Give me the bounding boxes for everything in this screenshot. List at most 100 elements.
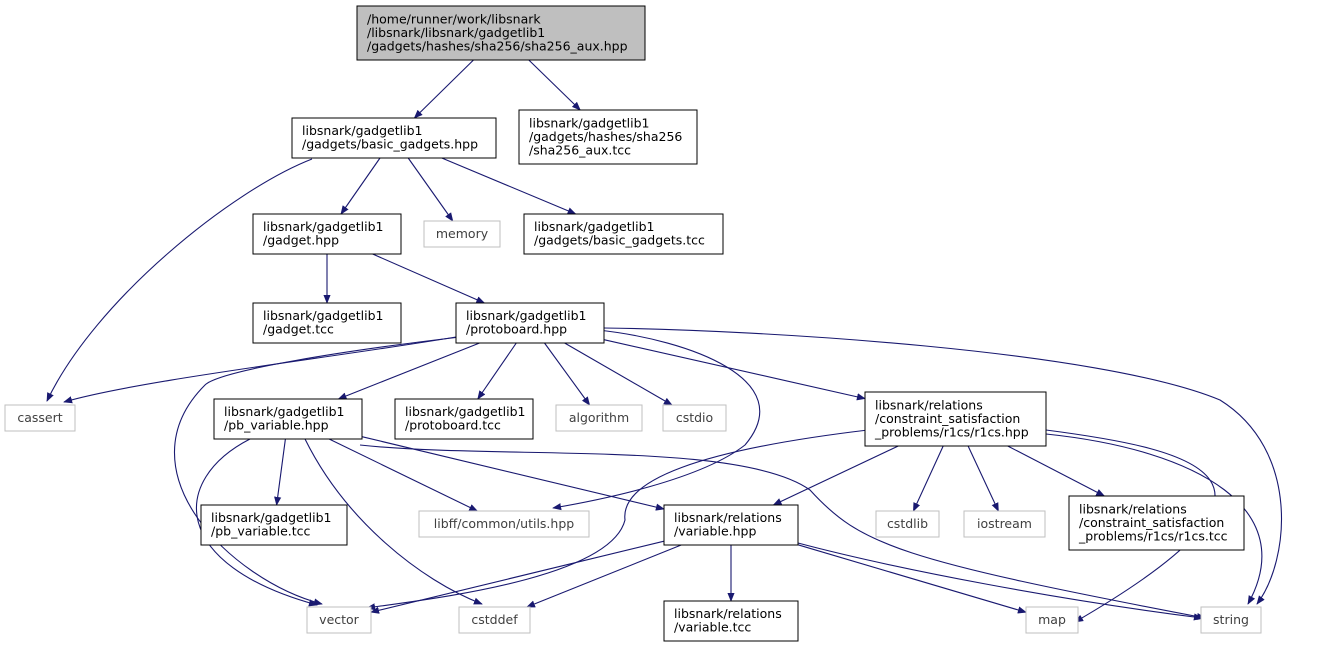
- node-label-line: libsnark/gadgetlib1: [529, 115, 649, 130]
- node-map: map: [1025, 606, 1079, 634]
- node-label-line: _problems/r1cs/r1cs.hpp: [874, 424, 1029, 439]
- node-box: [555, 404, 643, 432]
- node-label-line: libsnark/relations: [674, 606, 782, 621]
- edge-gadget_hpp-to-protoboard_hpp: [372, 253, 486, 304]
- node-box: [394, 398, 534, 440]
- node-cstdio: cstdio: [662, 404, 727, 432]
- edge-protoboard_hpp-to-utils_hpp: [552, 329, 761, 511]
- node-gadget-hpp[interactable]: libsnark/gadgetlib1/gadget.hpp: [252, 213, 402, 255]
- node-cstddef: cstddef: [458, 606, 531, 634]
- node-label-line: iostream: [977, 516, 1032, 531]
- edge-line: [337, 342, 480, 400]
- node-label-line: /libsnark/libsnark/gadgetlib1: [367, 25, 545, 40]
- edge-line: [195, 438, 318, 607]
- node-label-line: libsnark/gadgetlib1: [302, 123, 422, 138]
- edge-line: [63, 336, 457, 404]
- node-label-line: /pb_variable.hpp: [224, 418, 329, 433]
- edge-line: [173, 336, 461, 606]
- node-sha256-aux-tcc[interactable]: libsnark/gadgetlib1/gadgets/hashes/sha25…: [518, 109, 698, 165]
- node-algorithm: algorithm: [555, 404, 643, 432]
- node-label-line: cstdlib: [887, 516, 928, 531]
- edge-line: [772, 445, 899, 506]
- node-label-line: /gadgets/hashes/sha256/sha256_aux.hpp: [367, 38, 628, 53]
- node-r1cs-tcc[interactable]: libsnark/relations/constraint_satisfacti…: [1068, 495, 1245, 551]
- node-variable-tcc[interactable]: libsnark/relations/variable.tcc: [663, 600, 799, 642]
- node-box: [252, 302, 402, 344]
- node-label-line: libsnark/relations: [1079, 501, 1187, 516]
- edge-line: [1045, 433, 1263, 605]
- node-protoboard-hpp[interactable]: libsnark/gadgetlib1/protoboard.hpp: [455, 302, 605, 344]
- node-pb-variable-hpp[interactable]: libsnark/gadgetlib1/pb_variable.hpp: [213, 398, 363, 440]
- node-utils-hpp: libff/common/utils.hpp: [418, 510, 590, 538]
- node-box: [1068, 495, 1245, 551]
- edge-line: [603, 339, 866, 401]
- node-gadget-tcc[interactable]: libsnark/gadgetlib1/gadget.tcc: [252, 302, 402, 344]
- edge-r1cs_hpp-to-cstdlib: [912, 445, 944, 512]
- edge-r1cs_hpp-to-variable_hpp: [772, 445, 899, 506]
- node-box: [4, 404, 76, 432]
- edge-line: [552, 329, 761, 511]
- edge-protoboard_hpp-to-cstdio: [564, 342, 673, 406]
- edge-protoboard_hpp-to-r1cs_hpp: [603, 339, 866, 401]
- edge-pb_variable_hpp-to-cstddef: [304, 438, 483, 605]
- edge-line: [340, 157, 381, 215]
- node-pb-variable-tcc[interactable]: libsnark/gadgetlib1/pb_variable.tcc: [200, 504, 348, 546]
- node-box: [252, 213, 402, 255]
- node-protoboard-tcc[interactable]: libsnark/gadgetlib1/protoboard.tcc: [394, 398, 534, 440]
- node-memory: memory: [423, 220, 501, 248]
- edge-basic_gadgets_hpp-to-gadget_hpp: [340, 157, 381, 215]
- node-cstdlib: cstdlib: [875, 510, 940, 538]
- edge-variable_hpp-to-string: [797, 542, 1203, 621]
- node-label-line: /gadgets/basic_gadgets.hpp: [302, 137, 478, 152]
- edge-line: [366, 429, 869, 611]
- edge-line: [564, 342, 673, 406]
- edge-line: [544, 342, 591, 406]
- edge-line: [328, 438, 479, 512]
- node-label-line: cassert: [17, 410, 62, 425]
- edge-root-to-basic_gadgets_hpp: [413, 59, 474, 119]
- node-label-line: cstdio: [676, 410, 713, 425]
- node-cassert: cassert: [4, 404, 76, 432]
- node-label-line: libsnark/relations: [875, 397, 983, 412]
- node-label-line: /gadgets/basic_gadgets.tcc: [534, 233, 705, 248]
- node-basic-gadgets-tcc[interactable]: libsnark/gadgetlib1/gadgets/basic_gadget…: [523, 213, 724, 255]
- edge-protoboard_hpp-to-vector: [173, 336, 461, 606]
- node-label-line: cstddef: [471, 612, 518, 627]
- node-box: [864, 391, 1047, 447]
- node-label-line: /protoboard.hpp: [466, 322, 567, 337]
- node-label-line: libsnark/gadgetlib1: [224, 404, 344, 419]
- node-r1cs-hpp[interactable]: libsnark/relations/constraint_satisfacti…: [864, 391, 1047, 447]
- edge-line: [359, 444, 1206, 621]
- node-box: [200, 504, 348, 546]
- node-box: [418, 510, 590, 538]
- node-box: [423, 220, 501, 248]
- node-variable-hpp[interactable]: libsnark/relations/variable.hpp: [663, 504, 799, 546]
- edge-pb_variable_hpp-to-pb_variable_tcc: [274, 438, 286, 506]
- edge-basic_gadgets_hpp-to-memory: [407, 157, 454, 222]
- edge-pb_variable_hpp-to-string: [359, 444, 1206, 621]
- edge-r1cs_hpp-to-vector: [366, 429, 869, 611]
- node-label-line: /gadgets/hashes/sha256: [529, 129, 682, 144]
- node-label-line: vector: [319, 612, 360, 627]
- edge-line: [361, 436, 665, 511]
- edge-line: [1007, 445, 1106, 497]
- edge-protoboard_hpp-to-string: [603, 327, 1282, 605]
- edge-root-to-sha256_aux_tcc: [528, 59, 581, 111]
- node-box: [455, 302, 605, 344]
- node-label-line: libff/common/utils.hpp: [434, 516, 574, 531]
- node-label-line: /sha256_aux.tcc: [529, 142, 631, 157]
- edge-protoboard_hpp-to-cassert: [63, 336, 457, 404]
- edge-variable_hpp-to-cstddef: [526, 544, 682, 608]
- node-label-line: map: [1038, 612, 1066, 627]
- node-label-line: string: [1213, 612, 1249, 627]
- node-basic-gadgets-hpp[interactable]: libsnark/gadgetlib1/gadgets/basic_gadget…: [291, 117, 497, 159]
- node-box: [291, 117, 497, 159]
- node-box: [306, 606, 372, 634]
- node-box: [356, 5, 646, 61]
- node-vector: vector: [306, 606, 372, 634]
- edge-r1cs_hpp-to-string: [1045, 433, 1263, 605]
- edge-line: [528, 59, 581, 111]
- node-label-line: libsnark/gadgetlib1: [534, 219, 654, 234]
- node-label-line: /variable.hpp: [674, 524, 756, 539]
